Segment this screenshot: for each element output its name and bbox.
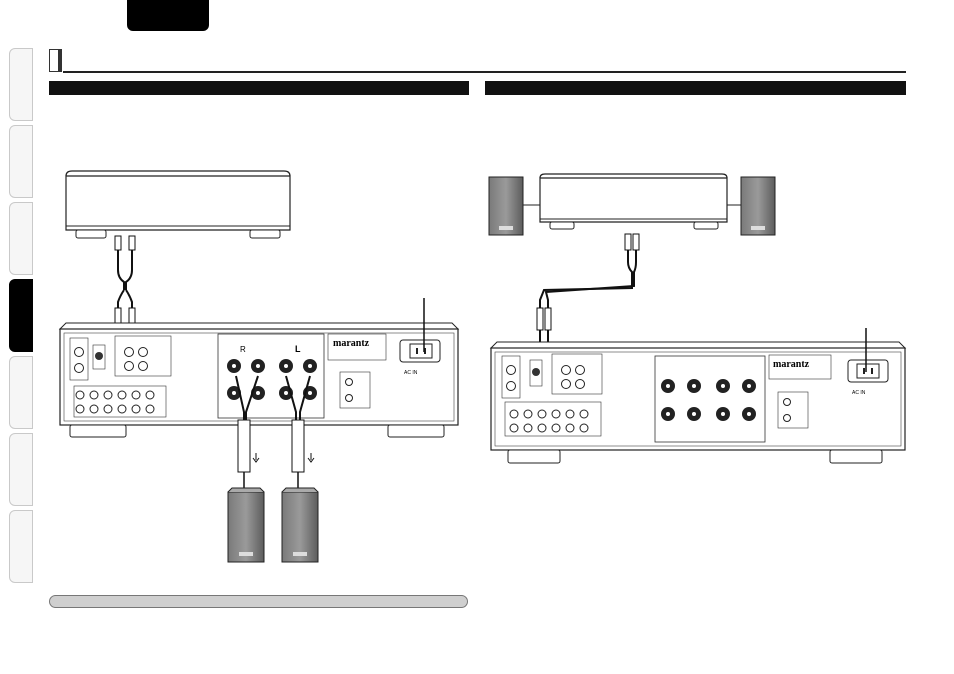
side-tab-6[interactable] <box>9 433 33 506</box>
right-brand-label: marantz <box>773 359 810 370</box>
side-tab-4-active[interactable] <box>9 279 33 352</box>
side-tab-3[interactable] <box>9 202 33 275</box>
right-source-component <box>539 173 728 230</box>
left-channel-label: L <box>295 344 301 354</box>
left-speaker-cables <box>235 375 315 492</box>
left-amplifier-rear-panel: L R marantz AC IN <box>58 322 460 438</box>
left-brand-label: marantz <box>333 338 370 349</box>
left-speaker-right <box>227 487 265 563</box>
left-speaker-left <box>281 487 319 563</box>
right-ac-label: AC IN <box>852 390 866 396</box>
right-amplifier-rear-panel: marantz AC IN <box>489 341 907 464</box>
section-marker <box>49 49 62 72</box>
section-rule <box>63 71 906 73</box>
left-ac-label: AC IN <box>404 370 418 376</box>
left-panel-heading-bar <box>49 81 469 95</box>
side-tab-1[interactable] <box>9 48 33 121</box>
left-source-component <box>65 170 291 239</box>
right-channel-label: R <box>240 345 246 354</box>
side-tab-2[interactable] <box>9 125 33 198</box>
right-speaker-right <box>740 176 776 236</box>
right-panel-heading-bar <box>485 81 906 95</box>
right-rca-plugs <box>536 233 640 331</box>
left-panel-note-bar <box>49 595 468 608</box>
side-tab-7[interactable] <box>9 510 33 583</box>
right-speaker-left <box>488 176 524 236</box>
side-tab-5[interactable] <box>9 356 33 429</box>
language-tab[interactable] <box>127 0 209 31</box>
